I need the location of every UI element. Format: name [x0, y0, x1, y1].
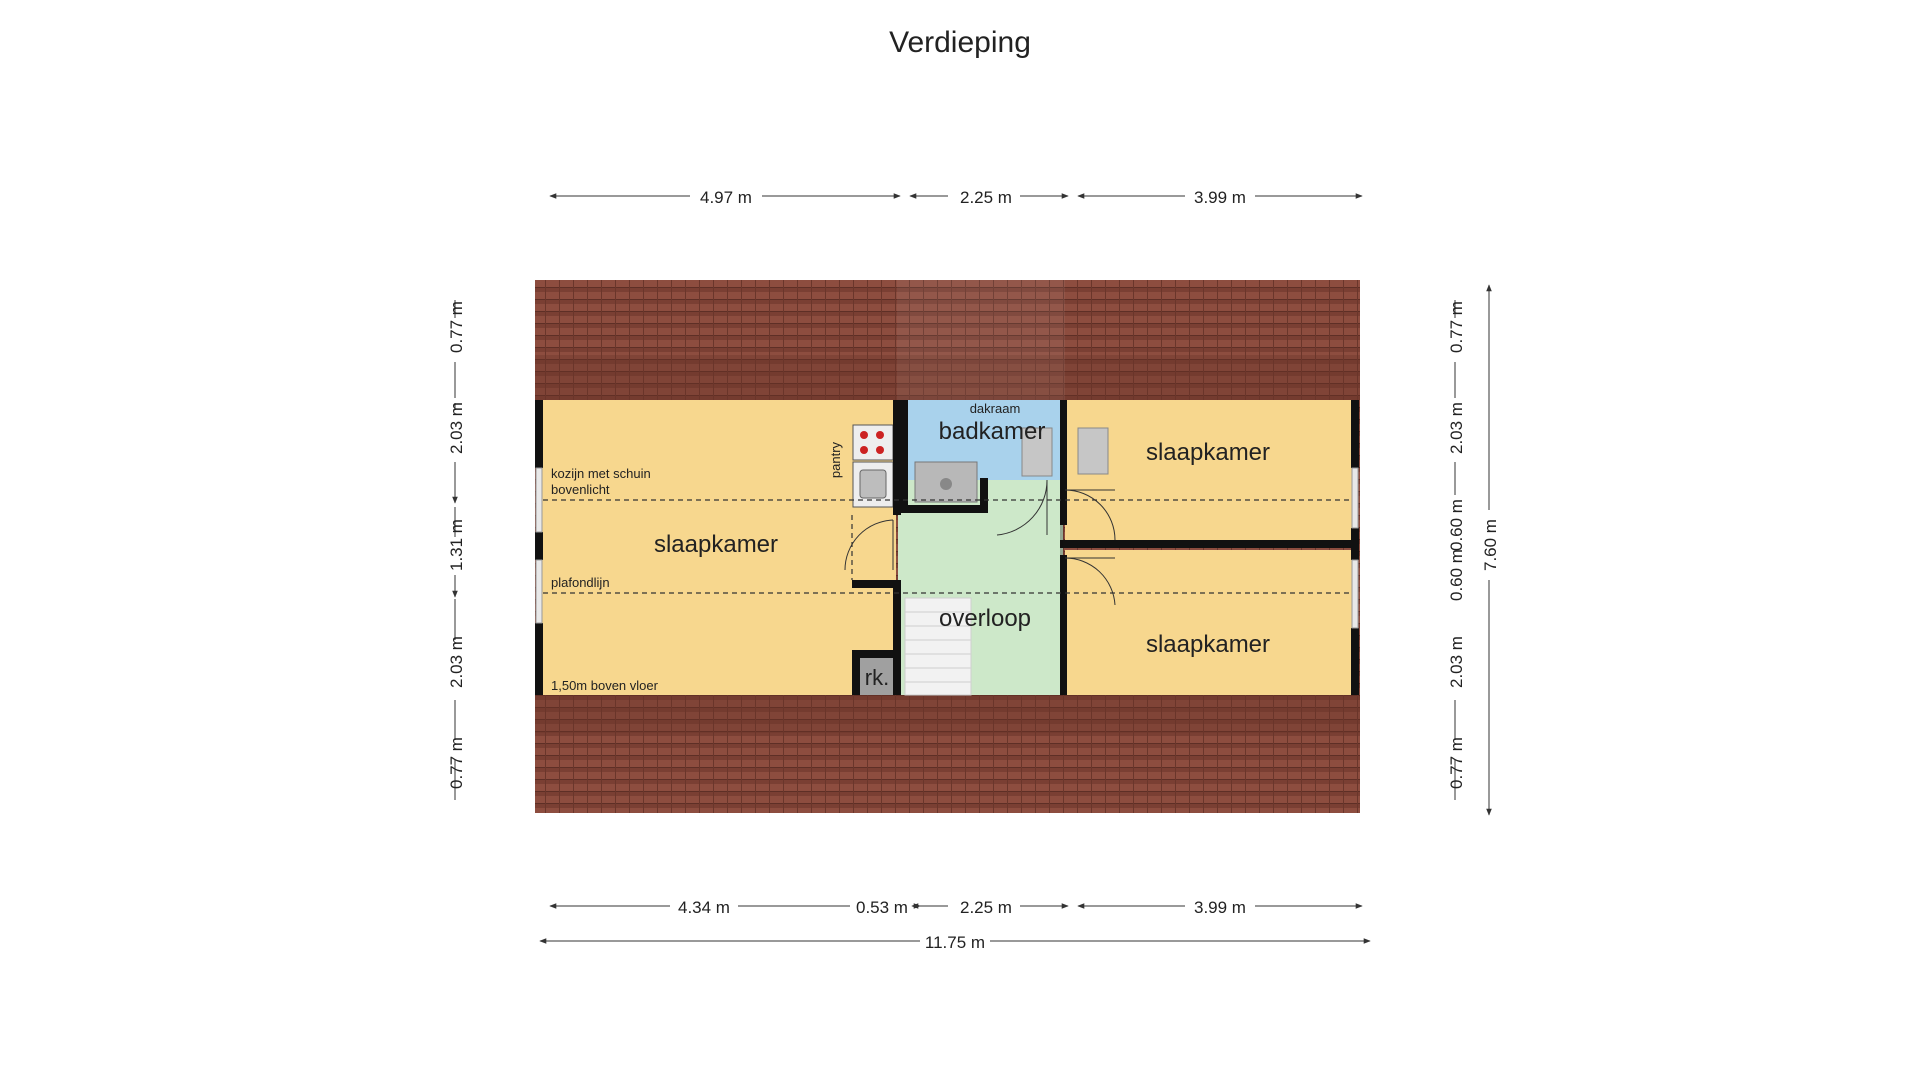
dimension-right-3: 0.60 m: [1447, 499, 1466, 551]
dimension-total-width: 11.75 m: [925, 933, 985, 952]
windows: [535, 467, 1359, 629]
annotation-dakraam: dakraam: [970, 401, 1021, 416]
dimension-top-3: 3.99 m: [1194, 188, 1246, 207]
annotation-kozijn-2: bovenlicht: [551, 482, 610, 497]
annotation-height-note: 1,50m boven vloer: [551, 678, 659, 693]
dimension-right: [1454, 284, 1492, 816]
ceiling-lines: [543, 499, 1351, 594]
dimension-left-4: 2.03 m: [447, 636, 466, 688]
dimension-bottom-2: 0.53 m: [856, 898, 908, 917]
dimension-bottom-3: 2.25 m: [960, 898, 1012, 917]
bedroom-bottom-right-floor: [1065, 550, 1355, 695]
annotation-kozijn-1: kozijn met schuin: [551, 466, 651, 481]
dimension-left-5: 0.77 m: [447, 737, 466, 789]
staircase: [904, 597, 972, 696]
dimension-bottom-1: 4.34 m: [678, 898, 730, 917]
annotation-plafondlijn: plafondlijn: [551, 575, 610, 590]
room-label-bathroom: badkamer: [939, 418, 1046, 445]
room-label-bedroom-bottom-right: slaapkamer: [1146, 631, 1270, 658]
walls: [535, 400, 1359, 695]
room-label-bedroom-top-right: slaapkamer: [1146, 439, 1270, 466]
dimension-right-2: 2.03 m: [1447, 402, 1466, 454]
bedroom-top-right-floor: [1065, 400, 1355, 545]
dimension-right-1: 0.77 m: [1447, 301, 1466, 353]
room-label-landing: overloop: [939, 605, 1031, 632]
dimension-right-4: 0.60 m: [1447, 549, 1466, 601]
floor-title: Verdieping: [889, 26, 1031, 59]
dimension-right-5: 2.03 m: [1447, 636, 1466, 688]
pantry-unit: [852, 424, 894, 508]
bathroom-fixtures: [914, 427, 1109, 503]
dimension-top-1: 4.97 m: [700, 188, 752, 207]
dimension-top-2: 2.25 m: [960, 188, 1012, 207]
storage-room: [855, 655, 897, 695]
room-label-bedroom-left: slaapkamer: [654, 531, 778, 558]
dimension-bottom: [539, 903, 1371, 944]
dimension-right-6: 0.77 m: [1447, 737, 1466, 789]
doors: [844, 479, 1116, 606]
dimension-total-height: 7.60 m: [1481, 519, 1500, 571]
dimension-left-1: 0.77 m: [447, 301, 466, 353]
dimension-left-3: 1.31 m: [447, 519, 466, 571]
dimension-bottom-4: 3.99 m: [1194, 898, 1246, 917]
room-label-storage: rk.: [865, 665, 889, 690]
dimension-left-2: 2.03 m: [447, 402, 466, 454]
annotation-pantry: pantry: [828, 441, 843, 478]
bedroom-left-floor: [538, 400, 896, 695]
